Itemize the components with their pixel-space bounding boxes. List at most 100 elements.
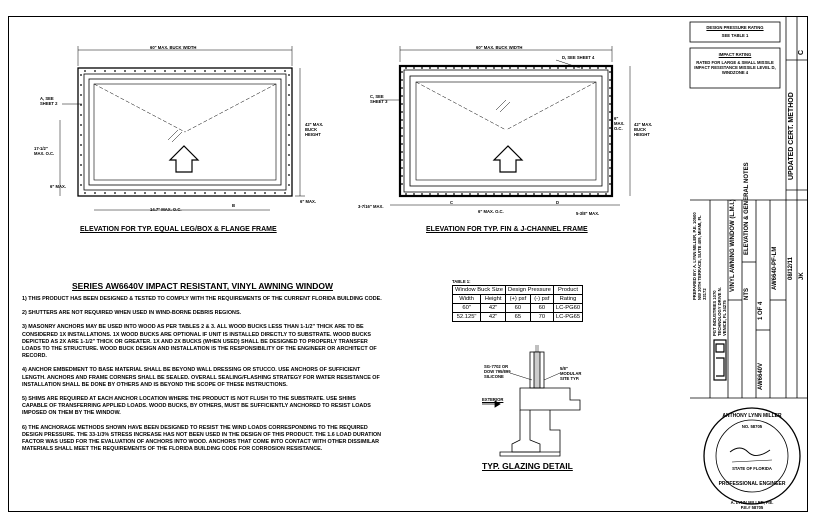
table1-cell: 52.125": [451, 312, 482, 322]
anchor-dot: [84, 70, 86, 72]
anchor-dot: [144, 192, 146, 194]
left-bottom-label: 6" MAX.: [50, 184, 66, 189]
anchor-dot: [609, 127, 611, 129]
anchor-dot: [609, 183, 611, 185]
glazing-modular-label: 5/8" MODULAR SITE TYP.: [560, 366, 582, 381]
right-height-label: 42" MAX. BUCK HEIGHT: [634, 122, 653, 137]
scale: NTS: [744, 288, 750, 300]
anchor-dot: [573, 67, 575, 69]
anchor-dot: [288, 114, 290, 116]
anchor-dot: [549, 193, 551, 195]
right-bottom-center-label: 6" MAX. O.C.: [478, 209, 504, 214]
note-6: 6) THE ANCHORAGE METHODS SHOWN HAVE BEEN…: [22, 424, 382, 453]
anchor-dot: [549, 67, 551, 69]
anchor-dot: [224, 192, 226, 194]
anchor-dot: [114, 70, 116, 72]
table1-header: Rating: [552, 294, 584, 304]
seal-state: STATE OF FLORIDA: [732, 466, 772, 471]
anchor-dot: [84, 192, 86, 194]
anchor-dot: [401, 71, 403, 73]
anchor-dot: [184, 70, 186, 72]
table1-cell: 60: [505, 303, 531, 313]
glazing-detail-section: [482, 345, 581, 457]
left-bottom-spacing-label: 14.7" MAX. O.C.: [150, 207, 182, 212]
anchor-dot: [164, 70, 166, 72]
seal-pe-number: P.E.# 58705: [740, 505, 764, 510]
anchor-dot: [204, 192, 206, 194]
anchor-dot: [401, 111, 403, 113]
anchor-dot: [154, 70, 156, 72]
anchor-dot: [401, 159, 403, 161]
revision-letter: C: [798, 49, 805, 55]
anchor-dot: [461, 193, 463, 195]
anchor-dot: [469, 193, 471, 195]
engineer-seal: [703, 407, 801, 505]
seal-name: ANTHONY LYNN MILLER: [722, 413, 782, 419]
anchor-dot: [401, 87, 403, 89]
anchor-dot: [429, 67, 431, 69]
anchor-dot: [437, 67, 439, 69]
anchor-dot: [573, 193, 575, 195]
anchor-dot: [517, 67, 519, 69]
left-mark-b: B: [232, 203, 236, 208]
anchor-dot: [565, 193, 567, 195]
anchor-dot: [244, 192, 246, 194]
anchor-dot: [244, 70, 246, 72]
anchor-dot: [469, 67, 471, 69]
anchor-dot: [401, 143, 403, 145]
anchor-dot: [254, 192, 256, 194]
left-spacing-label: 17-1/2" MAX. O.C.: [34, 146, 55, 156]
anchor-dot: [80, 124, 82, 126]
anchor-dot: [517, 193, 519, 195]
anchor-dot: [401, 127, 403, 129]
drawing-number: AW6640V: [758, 362, 764, 390]
table1-header: (+) psf: [505, 294, 531, 304]
anchor-dot: [288, 84, 290, 86]
anchor-dot: [124, 192, 126, 194]
anchor-dot: [184, 192, 186, 194]
anchor-dot: [154, 192, 156, 194]
anchor-dot: [609, 103, 611, 105]
right-top-dimension: 60" MAX. BUCK WIDTH: [476, 45, 523, 50]
anchor-dot: [288, 94, 290, 96]
right-elevation-caption: ELEVATION FOR TYP. FIN & J-CHANNEL FRAME: [426, 226, 588, 233]
anchor-dot: [533, 67, 535, 69]
table1-header: Width: [451, 294, 482, 304]
right-anchor-dots: [401, 67, 611, 195]
anchor-dot: [194, 192, 196, 194]
anchor-dot: [401, 175, 403, 177]
product-title: VINYL AWNING WINDOW (L.M.I.): [730, 199, 736, 292]
table1-cell: 70: [529, 312, 554, 322]
anchor-dot: [405, 193, 407, 195]
anchor-dot: [80, 104, 82, 106]
anchor-dot: [541, 193, 543, 195]
table1-label: TABLE 1:: [452, 279, 471, 284]
anchor-dot: [597, 193, 599, 195]
table1-cell: 60": [451, 303, 482, 313]
anchor-dot: [453, 67, 455, 69]
table1-cell: 60: [529, 303, 554, 313]
anchor-dot: [589, 193, 591, 195]
anchor-dot: [609, 167, 611, 169]
anchor-dot: [609, 119, 611, 121]
general-notes: 1) THIS PRODUCT HAS BEEN DESIGNED & TEST…: [22, 296, 382, 453]
table-row: 60" 42" 60 60 LC-PG60: [451, 303, 584, 313]
anchor-dot: [114, 192, 116, 194]
table1-cell: LC-PG60: [552, 303, 584, 313]
table1-header: (-) psf: [529, 294, 554, 304]
seal-pe-name: A. LYNN MILLER, P.E.: [730, 500, 774, 505]
anchor-dot: [80, 144, 82, 146]
part-number: AW6640-PF-LM: [772, 246, 778, 290]
revision-date: 08/12/11: [788, 256, 794, 280]
anchor-dot: [80, 114, 82, 116]
anchor-dot: [525, 193, 527, 195]
anchor-dot: [557, 193, 559, 195]
design-pressure-title: DESIGN PRESSURE RATING: [706, 25, 764, 30]
anchor-dot: [284, 192, 286, 194]
anchor-dot: [194, 70, 196, 72]
anchor-dot: [94, 70, 96, 72]
table-row: 52.125" 42" 65 70 LC-PG65: [451, 312, 584, 322]
right-mark-d: D: [556, 200, 560, 205]
anchor-dot: [401, 151, 403, 153]
anchor-dot: [234, 70, 236, 72]
